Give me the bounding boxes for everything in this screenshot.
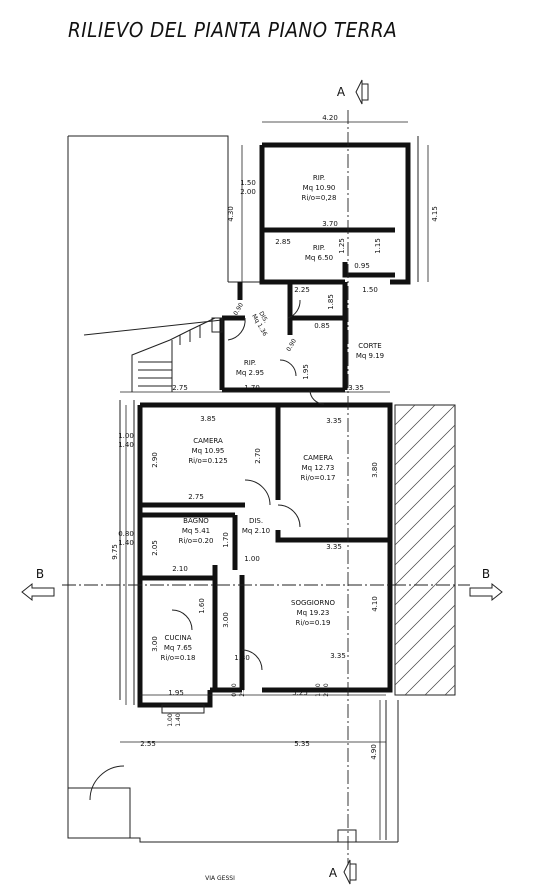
dim-1-00-c: 1.00 (167, 713, 174, 727)
dim-1-50-a: 1.50 (240, 179, 256, 187)
dim-1-40-c: 1.40 (175, 713, 182, 727)
dim-4-20: 4.20 (322, 114, 338, 122)
terrace-hatch (394, 404, 456, 696)
room-camera2-name: CAMERA (303, 454, 333, 462)
dim-1-95-b: 1.95 (302, 364, 310, 380)
room-rip1-name: RIP. (313, 174, 325, 182)
room-rip2-area: Mq 6.50 (305, 254, 333, 262)
dim-2-05: 2.05 (151, 540, 159, 556)
dim-3-80: 3.80 (371, 462, 379, 478)
dim-1-40-b: 1.40 (118, 539, 134, 547)
section-lines (21, 79, 503, 885)
dim-2-25: 2.25 (294, 286, 310, 294)
dim-1-80: 1.80 (234, 654, 250, 662)
section-b-right-label: B (482, 567, 490, 581)
dim-2-40: 2.40 (323, 683, 330, 697)
room-soggiorno-ratio: Ri/o=0.19 (296, 619, 331, 627)
dim-9-75: 9.75 (111, 544, 119, 560)
room-dis-area: Mq 2.10 (242, 527, 270, 535)
dim-0-80: 0.80 (118, 530, 134, 538)
fixtures (67, 317, 357, 843)
room-corte-name: CORTE (358, 342, 381, 350)
dim-1-40-a: 1.40 (118, 441, 134, 449)
dim-2-10: 2.10 (172, 565, 188, 573)
room-dis-name: DIS. (249, 517, 263, 525)
dim-1-15: 1.15 (374, 238, 382, 254)
dim-3-35-c: 3.35 (326, 543, 342, 551)
dim-1-70: 1.70 (244, 384, 260, 392)
dim-1-95: 1.95 (168, 689, 184, 697)
dim-4-15: 4.15 (431, 206, 439, 222)
dim-2-70: 2.70 (254, 448, 262, 464)
dim-3-70: 3.70 (322, 220, 338, 228)
dim-2-90: 2.90 (151, 452, 159, 468)
room-corte-area: Mq 9.19 (356, 352, 384, 360)
room-cucina-area: Mq 7.65 (164, 644, 192, 652)
section-a-bottom-label: A (329, 866, 338, 880)
dim-5-25: 5.25 (292, 689, 308, 697)
dim-0-85: 0.85 (314, 322, 330, 330)
room-soggiorno-area: Mq 19.23 (297, 609, 330, 617)
dim-3-35-b: 3.35 (326, 417, 342, 425)
dim-2-00: 2.00 (240, 188, 256, 196)
dim-1-25: 1.25 (338, 238, 346, 254)
dim-1-20: 1.20 (315, 683, 322, 697)
dim-1-00-a: 1.00 (118, 432, 134, 440)
room-bagno-name: BAGNO (183, 517, 209, 525)
room-rip3-name: RIP. (244, 359, 256, 367)
dim-4-10: 4.10 (371, 596, 379, 612)
dim-4-90: 4.90 (370, 744, 378, 760)
dim-2-20: 2.20 (239, 683, 246, 697)
dim-3-85: 3.85 (200, 415, 216, 423)
dimension-lines (120, 121, 429, 840)
room-camera2-ratio: Ri/o=0.17 (301, 474, 336, 482)
room-rip1-ratio: Ri/o=0,28 (302, 194, 337, 202)
room-rip2-name: RIP. (313, 244, 325, 252)
room-soggiorno-name: SOGGIORNO (291, 599, 335, 607)
room-camera1-area: Mq 10.95 (192, 447, 225, 455)
room-cucina-name: CUCINA (165, 634, 192, 642)
dim-1-60: 1.60 (198, 598, 206, 614)
stairs (131, 317, 216, 392)
room-bagno-ratio: Ri/o=0.20 (179, 537, 214, 545)
dim-3-00-a: 3.00 (151, 636, 159, 652)
dim-3-35-a: 3.35 (348, 384, 364, 392)
dim-2-55: 2.55 (140, 740, 156, 748)
dim-0-90-c: 0.90 (231, 683, 238, 697)
room-rip3-area: Mq 2.95 (236, 369, 264, 377)
dim-3-00-b: 3.00 (222, 612, 230, 628)
door-swings (89, 299, 325, 801)
dim-2-75-b: 2.75 (188, 493, 204, 501)
dim-5-35: 5.35 (294, 740, 310, 748)
dim-0-90-b: 0.90 (285, 338, 298, 353)
dim-1-70-b: 1.70 (222, 532, 230, 548)
dim-1-85: 1.85 (327, 294, 335, 310)
dim-1-50-b: 1.50 (362, 286, 378, 294)
room-camera1-name: CAMERA (193, 437, 223, 445)
dim-2-85: 2.85 (275, 238, 291, 246)
section-b-left-label: B (36, 567, 44, 581)
room-camera2-area: Mq 12.73 (302, 464, 335, 472)
room-cucina-ratio: Ri/o=0.18 (161, 654, 196, 662)
room-rip1-area: Mq 10.90 (303, 184, 336, 192)
street-label: VIA GESSI (205, 875, 235, 882)
labels: A A B B VIA GESSI RIP. Mq 10.90 Ri/o=0,2… (36, 85, 490, 882)
dim-0-95: 0.95 (354, 262, 370, 270)
dim-3-35-d: 3.35 (330, 652, 346, 660)
property-boundary (67, 135, 419, 843)
room-camera1-ratio: Ri/o=0.125 (188, 457, 227, 465)
room-bagno-area: Mq 5.41 (182, 527, 210, 535)
annex-walls (219, 142, 411, 390)
dim-1-00-b: 1.00 (244, 555, 260, 563)
drawing-title: RILIEVO DEL PIANTA PIANO TERRA (68, 18, 398, 42)
dim-0-90: 0.90 (232, 302, 245, 317)
dim-4-30: 4.30 (227, 206, 235, 222)
section-a-top-label: A (337, 85, 346, 99)
dim-2-75-a: 2.75 (172, 384, 188, 392)
